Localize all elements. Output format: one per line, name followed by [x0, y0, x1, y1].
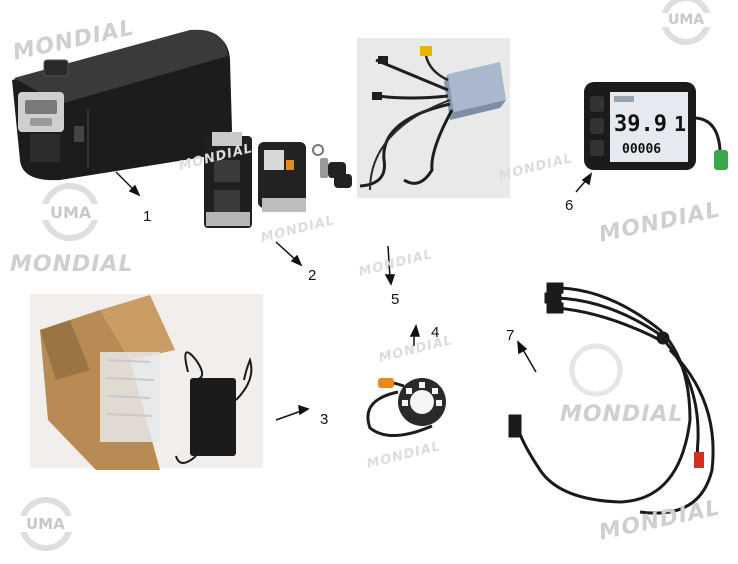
uma-logo-bottomleft [18, 497, 74, 551]
charger-image [30, 294, 263, 470]
uma-logo-left [40, 183, 100, 241]
wiring-harness-image [508, 282, 715, 515]
callout-2: 2 [308, 267, 317, 284]
callout-4: 4 [431, 324, 440, 341]
display-gear-readout: 1 [674, 112, 687, 136]
battery-holder-image [204, 132, 352, 228]
uma-logo-text: UMA [668, 12, 705, 28]
lcd-display-image [584, 82, 728, 170]
callout-7: 7 [506, 327, 515, 344]
callout-3: 3 [320, 411, 329, 428]
callout-1: 1 [143, 208, 152, 225]
uma-logo-topright [660, 0, 712, 45]
uma-logo-text: UMA [50, 203, 92, 222]
pas-sensor-image [366, 378, 446, 438]
callout-5: 5 [391, 291, 400, 308]
callout-6: 6 [565, 197, 574, 214]
display-speed-readout: 39.9 [614, 112, 667, 137]
uma-logo-text: UMA [26, 515, 65, 533]
battery-pack-image [12, 29, 232, 181]
controller-image [357, 38, 510, 198]
display-odometer-readout: 00006 [622, 142, 662, 157]
mondial-watermark: MONDIAL [10, 252, 134, 277]
leader-arrows [115, 171, 593, 421]
mondial-watermark: MONDIAL [560, 402, 684, 427]
uma-logo-center-right [569, 343, 623, 397]
